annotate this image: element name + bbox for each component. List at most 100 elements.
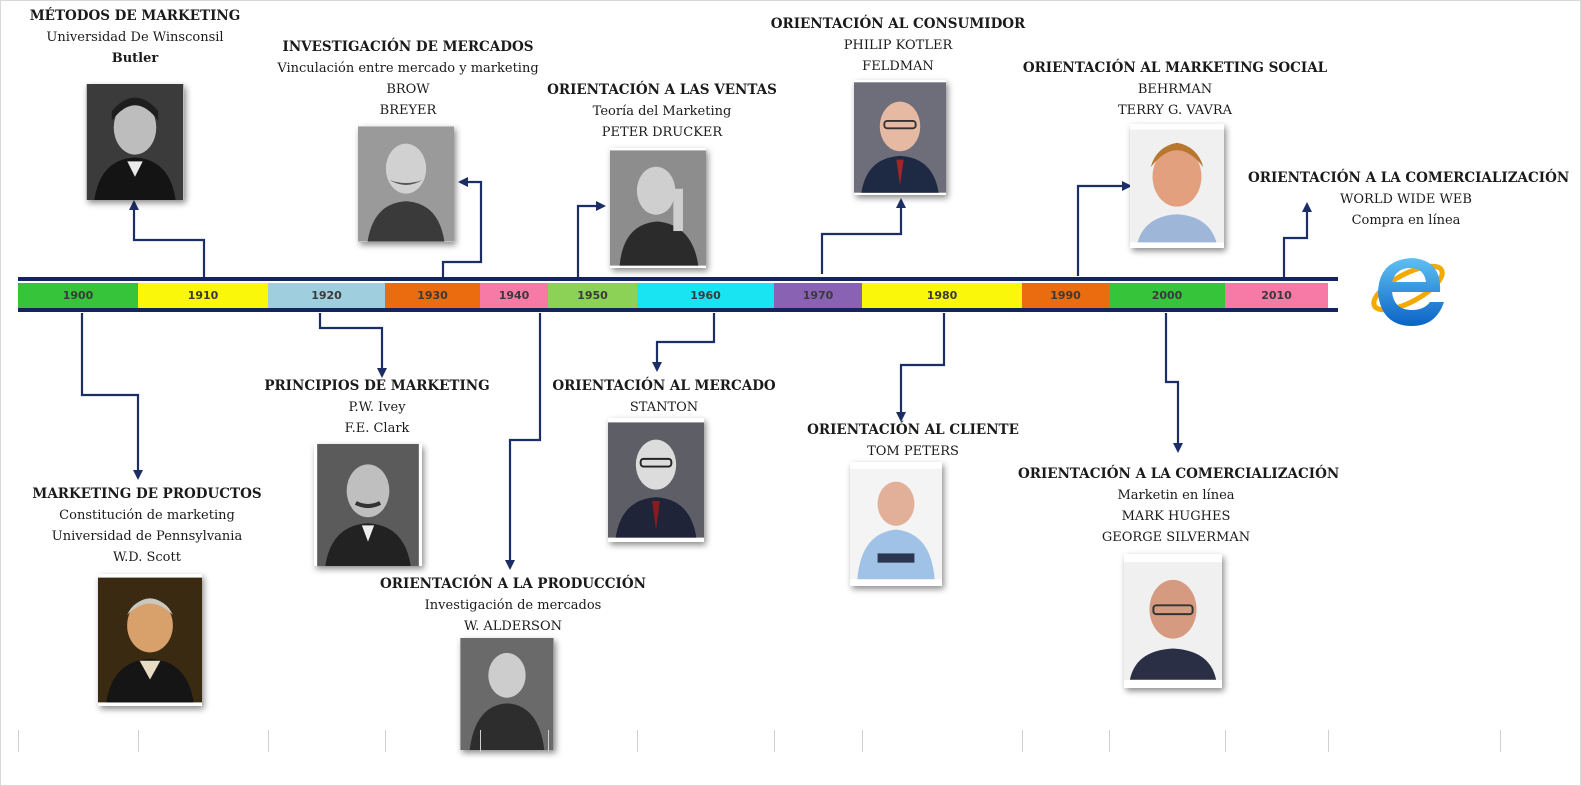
event-title: ORIENTACIÓN A LA COMERCIALIZACIÓN: [1018, 466, 1340, 482]
timeline-segment-1970: 1970: [774, 283, 862, 308]
baseline-tick: [385, 730, 386, 752]
event-line: GEORGE SILVERMAN: [1101, 530, 1251, 545]
event-mercado: ORIENTACIÓN AL MERCADO STANTON: [546, 376, 782, 418]
event-line: BEHRMAN: [1137, 82, 1213, 97]
baseline-tick: [862, 730, 863, 752]
event-consumidor: ORIENTACIÓN AL CONSUMIDOR PHILIP KOTLER …: [770, 14, 1026, 77]
portrait-wd-scott: [98, 574, 202, 706]
event-line: STANTON: [629, 400, 699, 415]
event-title: ORIENTACIÓN A LA COMERCIALIZACIÓN: [1248, 170, 1570, 186]
timeline-rail-bottom: [18, 308, 1338, 312]
event-line: Constitución de marketing: [59, 508, 235, 523]
baseline-tick: [18, 730, 19, 752]
portrait-terry-vavra: [1130, 124, 1224, 248]
event-line: W.D. Scott: [113, 550, 181, 565]
baseline-tick: [774, 730, 775, 752]
event-title: MARKETING DE PRODUCTOS: [32, 486, 262, 502]
baseline-tick: [1225, 730, 1226, 752]
event-line: Vinculación entre mercado y marketing: [277, 61, 539, 76]
baseline-tick: [268, 730, 269, 752]
timeline-segment-1920: 1920: [268, 283, 385, 308]
timeline-segment-1960: 1960: [637, 283, 774, 308]
baseline-tick: [1500, 730, 1501, 752]
event-title: INVESTIGACIÓN DE MERCADOS: [282, 39, 534, 55]
event-line: BREYER: [379, 103, 437, 118]
arrow-metodos: [129, 200, 206, 279]
portrait-philip-kotler: [854, 80, 946, 195]
timeline-segment-1980: 1980: [862, 283, 1022, 308]
event-produccion: ORIENTACIÓN A LA PRODUCCIÓN Investigació…: [378, 574, 648, 637]
arrow-mercado: [652, 313, 716, 372]
timeline-segment-1940: 1940: [480, 283, 548, 308]
arrow-principios: [318, 313, 387, 378]
event-line: Universidad De Winsconsil: [46, 30, 224, 45]
event-title: ORIENTACIÓN A LAS VENTAS: [547, 82, 777, 98]
event-social: ORIENTACIÓN AL MARKETING SOCIAL BEHRMAN …: [1020, 58, 1330, 121]
arrow-consumidor: [820, 198, 906, 274]
baseline-tick: [1328, 730, 1329, 752]
timeline-segment-2010: 2010: [1225, 283, 1328, 308]
event-metodos: MÉTODOS DE MARKETING Universidad De Wins…: [20, 6, 250, 69]
event-productos: MARKETING DE PRODUCTOS Constitución de m…: [22, 484, 272, 568]
event-ventas: ORIENTACIÓN A LAS VENTAS Teoría del Mark…: [540, 80, 784, 143]
event-line: WORLD WIDE WEB: [1340, 192, 1472, 207]
arrow-cliente: [896, 313, 946, 422]
baseline-tick: [548, 730, 549, 752]
arrow-comercializacion-web: [1282, 202, 1312, 278]
event-line: TOM PETERS: [867, 444, 959, 459]
event-line: Universidad de Pennsylvania: [51, 529, 243, 544]
timeline-segment-1930: 1930: [385, 283, 480, 308]
event-line: Compra en línea: [1351, 213, 1461, 228]
event-line: Marketin en línea: [1117, 488, 1235, 503]
portrait-alderson: [460, 638, 554, 750]
timeline-segment-1990: 1990: [1022, 283, 1109, 308]
arrow-investigacion: [441, 177, 483, 279]
event-title: PRINCIPIOS DE MARKETING: [264, 378, 490, 394]
timeline-segment-1900: 1900: [18, 283, 138, 308]
event-title: ORIENTACIÓN AL MARKETING SOCIAL: [1022, 60, 1328, 76]
event-line: Butler: [111, 51, 159, 66]
event-title: ORIENTACIÓN AL CONSUMIDOR: [770, 16, 1026, 32]
portrait-butler: [86, 84, 184, 200]
event-title: ORIENTACIÓN A LA PRODUCCIÓN: [380, 576, 646, 592]
portrait-ivey-clark: [314, 444, 422, 566]
event-principios: PRINCIPIOS DE MARKETING P.W. Ivey F.E. C…: [262, 376, 492, 439]
portrait-mark-hughes: [1124, 554, 1222, 688]
baseline-tick: [1109, 730, 1110, 752]
arrow-productos: [80, 313, 143, 480]
portrait-peter-drucker: [610, 148, 706, 268]
baseline-tick: [1022, 730, 1023, 752]
event-cliente: ORIENTACIÓN AL CLIENTE TOM PETERS: [790, 420, 1036, 462]
event-title: MÉTODOS DE MARKETING: [29, 8, 241, 24]
baseline-tick: [138, 730, 139, 752]
event-line: F.E. Clark: [344, 421, 410, 436]
event-line: MARK HUGHES: [1121, 509, 1231, 524]
event-comercializacion-linea: ORIENTACIÓN A LA COMERCIALIZACIÓN Market…: [1018, 464, 1340, 548]
event-line: TERRY G. VAVRA: [1117, 103, 1233, 118]
internet-explorer-icon: [1371, 258, 1445, 326]
event-line: P.W. Ivey: [348, 400, 406, 415]
event-line: BROW: [386, 82, 430, 97]
arrow-produccion: [505, 313, 542, 570]
event-line: W. ALDERSON: [463, 619, 562, 634]
portrait-brow-breyer: [358, 126, 454, 242]
arrow-social: [1076, 181, 1132, 276]
event-title: ORIENTACIÓN AL MERCADO: [552, 378, 776, 394]
portrait-tom-peters: [850, 462, 942, 586]
event-line: FELDMAN: [862, 59, 934, 74]
event-line: PHILIP KOTLER: [843, 38, 953, 53]
portrait-stanton: [608, 418, 704, 542]
baseline-tick: [480, 730, 481, 752]
event-line: PETER DRUCKER: [601, 125, 723, 140]
arrow-ventas: [576, 201, 606, 279]
arrow-comercializacion-linea: [1164, 313, 1183, 453]
baseline-tick: [637, 730, 638, 752]
timeline-segment-1950: 1950: [548, 283, 637, 308]
event-comercializacion-web: ORIENTACIÓN A LA COMERCIALIZACIÓN WORLD …: [1248, 168, 1570, 231]
timeline-segment-1910: 1910: [138, 283, 268, 308]
event-investigacion: INVESTIGACIÓN DE MERCADOS Vinculación en…: [258, 37, 558, 121]
event-title: ORIENTACIÓN AL CLIENTE: [807, 422, 1019, 438]
timeline-rail-top: [18, 277, 1338, 281]
event-line: Teoría del Marketing: [592, 104, 732, 119]
